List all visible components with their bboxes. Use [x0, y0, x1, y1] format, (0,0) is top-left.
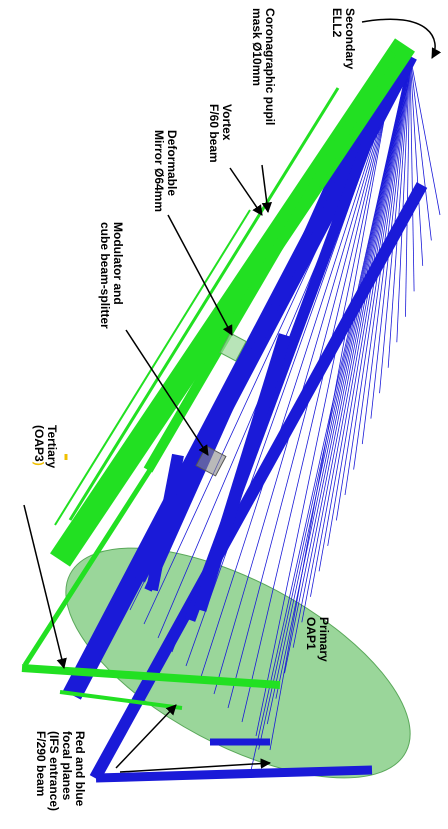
fan-ray	[269, 59, 396, 751]
modulator-arrow	[125, 329, 209, 456]
fan-ray	[275, 54, 411, 699]
fan-ray	[409, 54, 432, 241]
label-modulator: Modulator and cube beam-splitter	[98, 222, 125, 329]
fan-ray	[327, 54, 411, 546]
labels: Secondary ELL2 Coronagraphic pupil mask …	[32, 8, 357, 814]
fan-ray	[387, 54, 411, 368]
primary-mirror-oap1	[65, 547, 411, 779]
fan-ray	[301, 54, 411, 623]
fan-ray	[213, 59, 400, 695]
fan-ray	[241, 59, 398, 723]
vortex-arrow	[229, 167, 263, 216]
blue-beams	[63, 50, 428, 783]
secondary-arrow	[361, 18, 442, 59]
label-pupil-mask: Coronagraphic pupil mask Ø10mm	[250, 8, 277, 129]
blue-beam-short-1	[193, 333, 292, 612]
fan-ray	[258, 54, 411, 750]
label-tertiary: Tertiary (OAP3)	[32, 425, 59, 471]
dm-arrow	[167, 214, 233, 336]
fan-ray	[292, 54, 411, 648]
green-beam-inner	[143, 49, 397, 473]
deformable-mirror	[219, 332, 247, 362]
pupil-arrow	[261, 164, 273, 214]
tertiary-arrow	[23, 504, 67, 670]
green-beam-to-focal-2	[59, 690, 183, 710]
blue-beam-short-3	[146, 453, 184, 592]
fan-ray	[409, 54, 415, 292]
green-beam-tertiary	[22, 468, 153, 667]
fan-ray	[266, 54, 411, 725]
green-beams	[21, 38, 415, 710]
green-beam-thin-1	[68, 87, 340, 521]
fan-ray	[310, 54, 411, 597]
focal-arrow-2	[119, 758, 272, 773]
label-primary: Primary OAP1	[304, 617, 331, 665]
fan-ray	[318, 54, 411, 572]
label-focal-planes: Red and blue focal planes (IFS entrance)…	[34, 731, 87, 814]
fan-ray	[255, 59, 397, 737]
fan-ray	[284, 54, 411, 674]
fan-ray	[405, 54, 411, 317]
fan-ray	[199, 59, 401, 681]
fan-ray	[396, 54, 411, 343]
focal-arrow-1	[115, 704, 177, 769]
green-beam-to-focal	[21, 664, 281, 689]
label-vortex: Vortex F/60 beam	[207, 104, 234, 163]
label-deformable-mirror: Deformable Mirror Ø64mm	[152, 130, 179, 212]
blue-beam-mid-2	[144, 103, 369, 592]
fan-ray	[249, 54, 411, 776]
label-secondary: Secondary ELL2	[330, 8, 357, 73]
blue-beam-bottom	[95, 765, 373, 783]
fan-ray	[409, 54, 441, 216]
fan-ray	[335, 54, 411, 521]
fan-ray	[409, 54, 424, 266]
annotation-arrows	[23, 18, 442, 773]
green-beam-thin-2	[54, 209, 251, 526]
